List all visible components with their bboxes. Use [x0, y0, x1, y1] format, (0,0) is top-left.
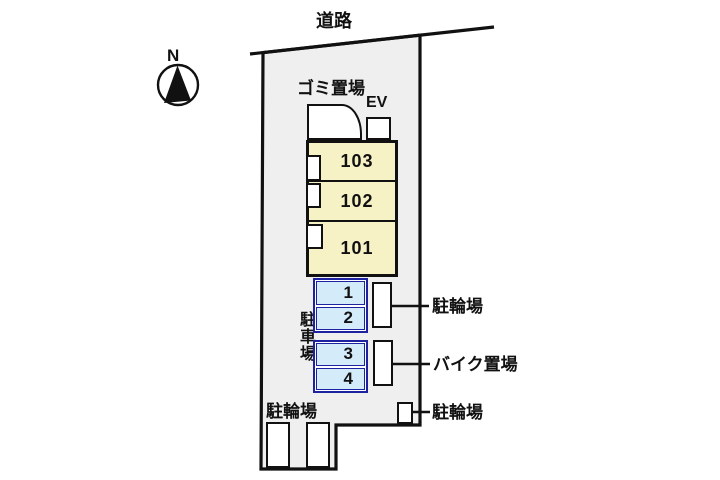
elevator-box: [366, 117, 391, 140]
bicycle-rack-left-2: [306, 422, 330, 468]
parking-group-1-2: 1 2: [313, 278, 368, 333]
compass-north-label: N: [167, 46, 180, 65]
entrance-notch-103: [306, 155, 321, 181]
road-label: 道路: [316, 11, 352, 31]
motorcycle-bay: [373, 340, 393, 386]
callout-motorcycle-label: バイク置場: [433, 355, 518, 374]
bicycle-parking-left-label: 駐輪場: [266, 402, 317, 421]
bicycle-rack-left-1: [266, 422, 290, 468]
bicycle-bay-top: [372, 282, 392, 328]
garbage-area-label: ゴミ置場: [297, 79, 365, 98]
entrance-notch-101: [306, 224, 323, 249]
unit-101: 101: [340, 237, 374, 258]
compass-circle-icon: [156, 63, 200, 107]
elevator-label: EV: [366, 94, 388, 111]
car-parking-label: 駐車場: [297, 311, 314, 362]
callout-bicycle-bottom-label: 駐輪場: [432, 403, 483, 422]
callout-bicycle-top-label: 駐輪場: [432, 297, 483, 316]
bicycle-bay-corner: [397, 402, 413, 424]
unit-103: 103: [309, 143, 395, 182]
parking-stall-3: 3: [316, 343, 365, 366]
north-arrow-icon: [164, 65, 191, 103]
road-line: [249, 25, 495, 56]
entrance-notch-102: [306, 183, 321, 208]
parking-stall-4: 4: [316, 367, 365, 390]
unit-102: 102: [309, 182, 395, 222]
parking-stall-2: 2: [316, 306, 365, 330]
parking-group-3-4: 3 4: [313, 340, 368, 393]
building: 103 102 101: [306, 140, 398, 277]
garbage-area: [307, 104, 362, 140]
parking-stall-1: 1: [316, 281, 365, 305]
